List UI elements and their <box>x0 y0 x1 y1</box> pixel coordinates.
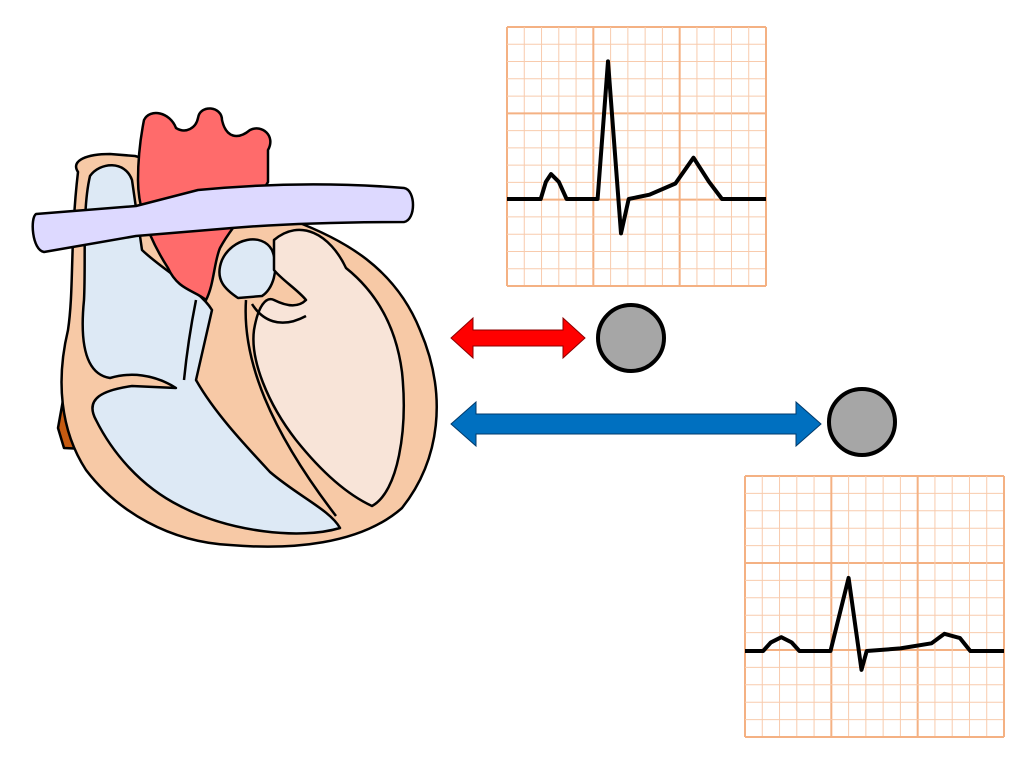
ecg-strip-large <box>506 26 767 287</box>
left-ventricle <box>252 228 405 508</box>
ecg-trace <box>745 575 1004 672</box>
pulmonary-vessel <box>31 183 415 254</box>
ecg-grid <box>744 475 1005 738</box>
right-atrium-ventricle <box>81 164 342 535</box>
interventricular-septum <box>244 299 337 517</box>
ecg-trace <box>507 59 766 236</box>
ecg-strip-small <box>744 475 1005 738</box>
electrode-icon <box>596 303 666 373</box>
double-arrow-near <box>450 316 586 360</box>
electrode-icon <box>827 387 897 457</box>
double-arrow-far <box>450 400 822 448</box>
heart-cross-section-icon <box>31 107 438 548</box>
left-atrium <box>218 238 277 300</box>
valve-line <box>250 303 307 324</box>
valve-line-2 <box>182 299 198 381</box>
